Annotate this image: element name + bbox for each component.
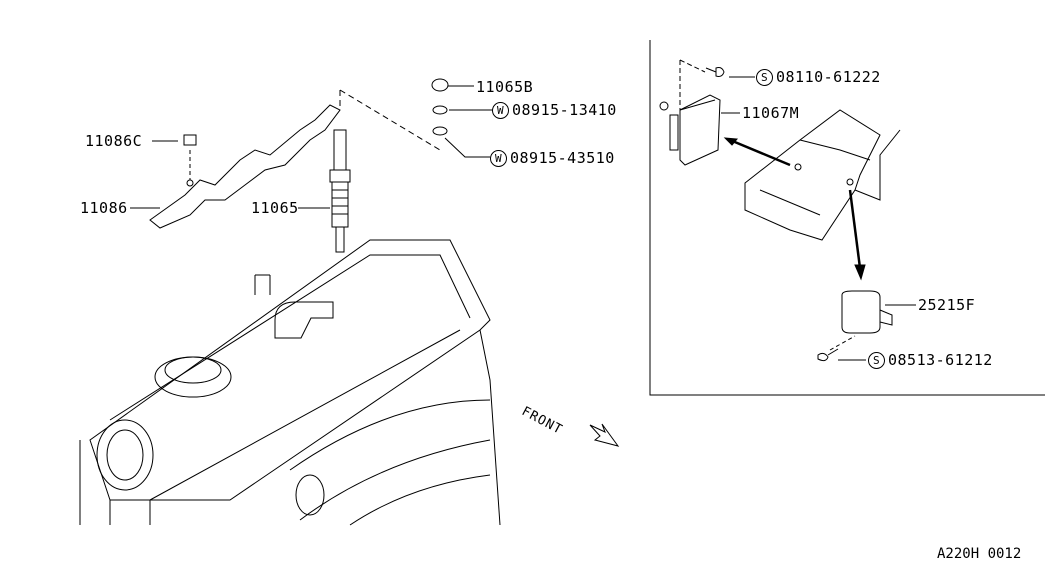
part-label-11067m: 11067M [742, 104, 800, 122]
connecting-plate-drawing [149, 104, 341, 229]
sensor-drawing [817, 290, 916, 362]
part-label-11086c: 11086C [85, 132, 143, 150]
screw-marker-icon: S [868, 352, 885, 369]
engine-drawing [79, 239, 501, 526]
ecu-drawing [659, 59, 791, 167]
figure-code: A220H 0012 [937, 546, 1022, 562]
part-label-25215f: 25215F [918, 296, 976, 314]
front-arrow-icon [589, 423, 620, 447]
glow-plug-drawing [329, 129, 351, 253]
inset-frame [649, 40, 1045, 396]
part-number: 08915-43510 [510, 149, 615, 167]
car-drawing [744, 109, 901, 281]
screw-marker-icon: S [756, 69, 773, 86]
part-label-11065b: 11065B [476, 78, 534, 96]
washer-marker-icon: W [492, 102, 509, 119]
part-label-11065: 11065 [251, 199, 299, 217]
washer-marker-icon: W [490, 150, 507, 167]
part-number: 08110-61222 [776, 68, 881, 86]
part-label-11086: 11086 [80, 199, 128, 217]
part-number: 08915-13410 [512, 101, 617, 119]
part-number: 08513-61212 [888, 351, 993, 369]
